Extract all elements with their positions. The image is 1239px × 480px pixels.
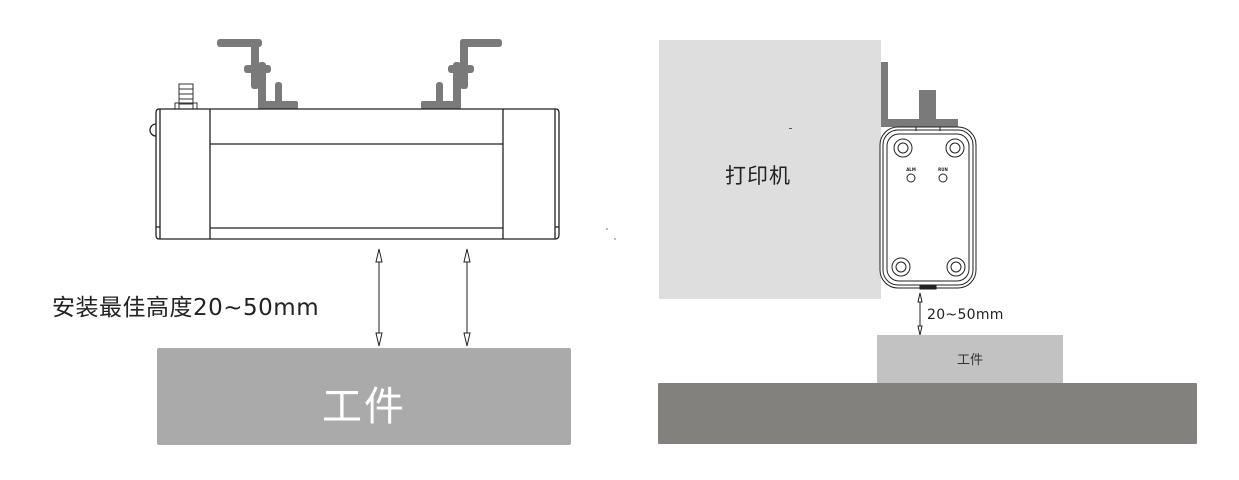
mounting-bracket-right-icon — [421, 39, 502, 109]
workpiece-right: 工件 — [877, 335, 1063, 383]
workpiece-left: 工件 — [157, 348, 571, 445]
indicator-label-alm: ALM — [906, 167, 916, 172]
install-height-label: 安装最佳高度20~50mm — [52, 295, 320, 321]
stray-dot — [789, 128, 792, 129]
stray-dot — [606, 228, 608, 230]
workpiece-left-label: 工件 — [322, 384, 406, 430]
mounting-bracket-icon — [881, 62, 958, 127]
workpiece-right-label: 工件 — [956, 353, 983, 368]
mounting-bracket-left-icon — [217, 39, 298, 109]
sensor-body — [149, 108, 560, 240]
height-arrows — [375, 248, 471, 347]
stray-dot — [614, 238, 616, 240]
sensor-housing — [879, 126, 977, 290]
sensor-front-view — [149, 39, 560, 347]
printer-label: 打印机 — [725, 164, 791, 188]
screw-holes — [891, 138, 966, 277]
printer-block: 打印机 — [659, 40, 881, 299]
indicator-leds — [906, 173, 948, 183]
conveyor-base — [658, 383, 1197, 444]
indicator-label-run: RUN — [938, 167, 948, 172]
distance-arrow — [917, 292, 923, 336]
distance-label: 20~50mm — [927, 307, 1004, 323]
